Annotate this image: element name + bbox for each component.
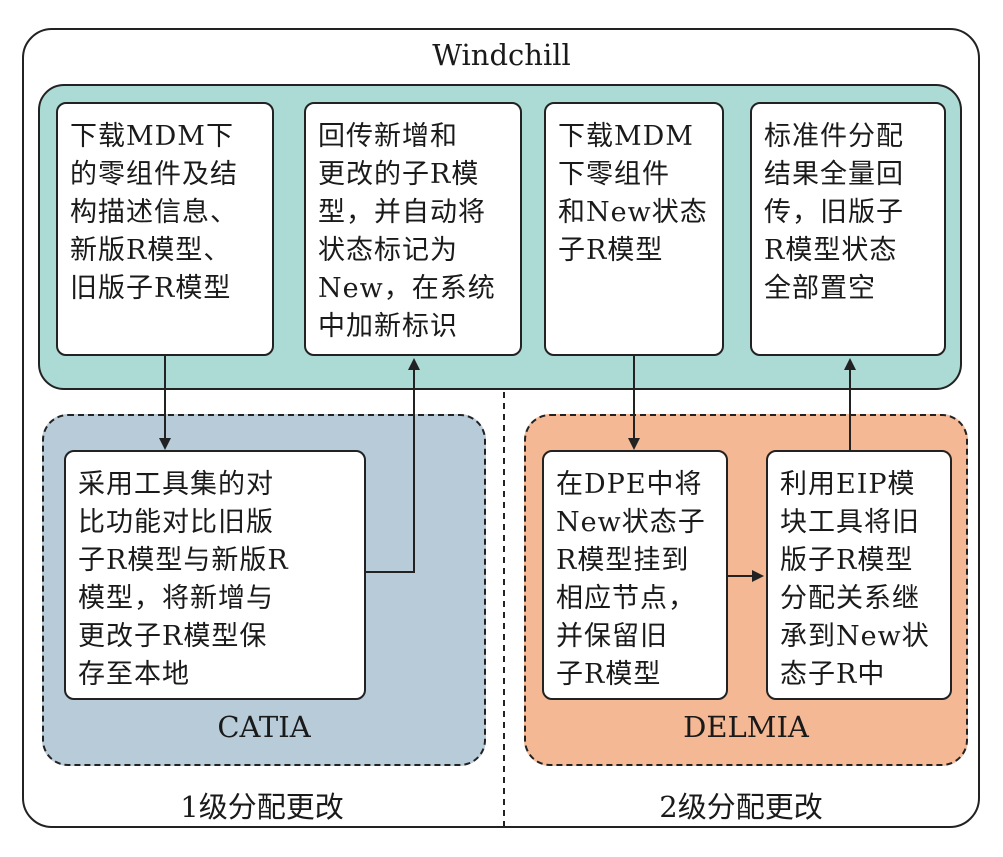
outer-frame <box>22 28 980 828</box>
catia-compare-box: 采用工具集的对 比功能对比旧版 子R模型与新版R 模型，将新增与 更改子R模型保… <box>64 450 366 700</box>
return-new-changed-box: 回传新增和 更改的子R模 型，并自动将 状态标记为 New，在系统 中加新标识 <box>304 102 522 356</box>
standard-part-return-box: 标准件分配 结果全量回 传，旧版子 R模型状态 全部置空 <box>750 102 946 356</box>
arrow-catia-to-return <box>366 358 420 573</box>
download-mdm-structure-box: 下载MDM下 的零组件及结 构描述信息、 新版R模型、 旧版子R模型 <box>56 102 274 356</box>
windchill-title: Windchill <box>432 38 571 72</box>
level-2-label: 2级分配更改 <box>659 790 823 824</box>
level-1-label: 1级分配更改 <box>180 790 344 824</box>
download-new-state-box: 下载MDM 下零组件 和New状态 子R模型 <box>544 102 724 356</box>
delmia-eip-box: 利用EIP模 块工具将旧 版子R模型 分配关系继 承到New状 态子R中 <box>766 450 952 700</box>
catia-label: CATIA <box>217 710 311 744</box>
delmia-label: DELMIA <box>683 710 809 744</box>
delmia-dpe-box: 在DPE中将 New状态子 R模型挂到 相应节点， 并保留旧 子R模型 <box>542 450 728 700</box>
